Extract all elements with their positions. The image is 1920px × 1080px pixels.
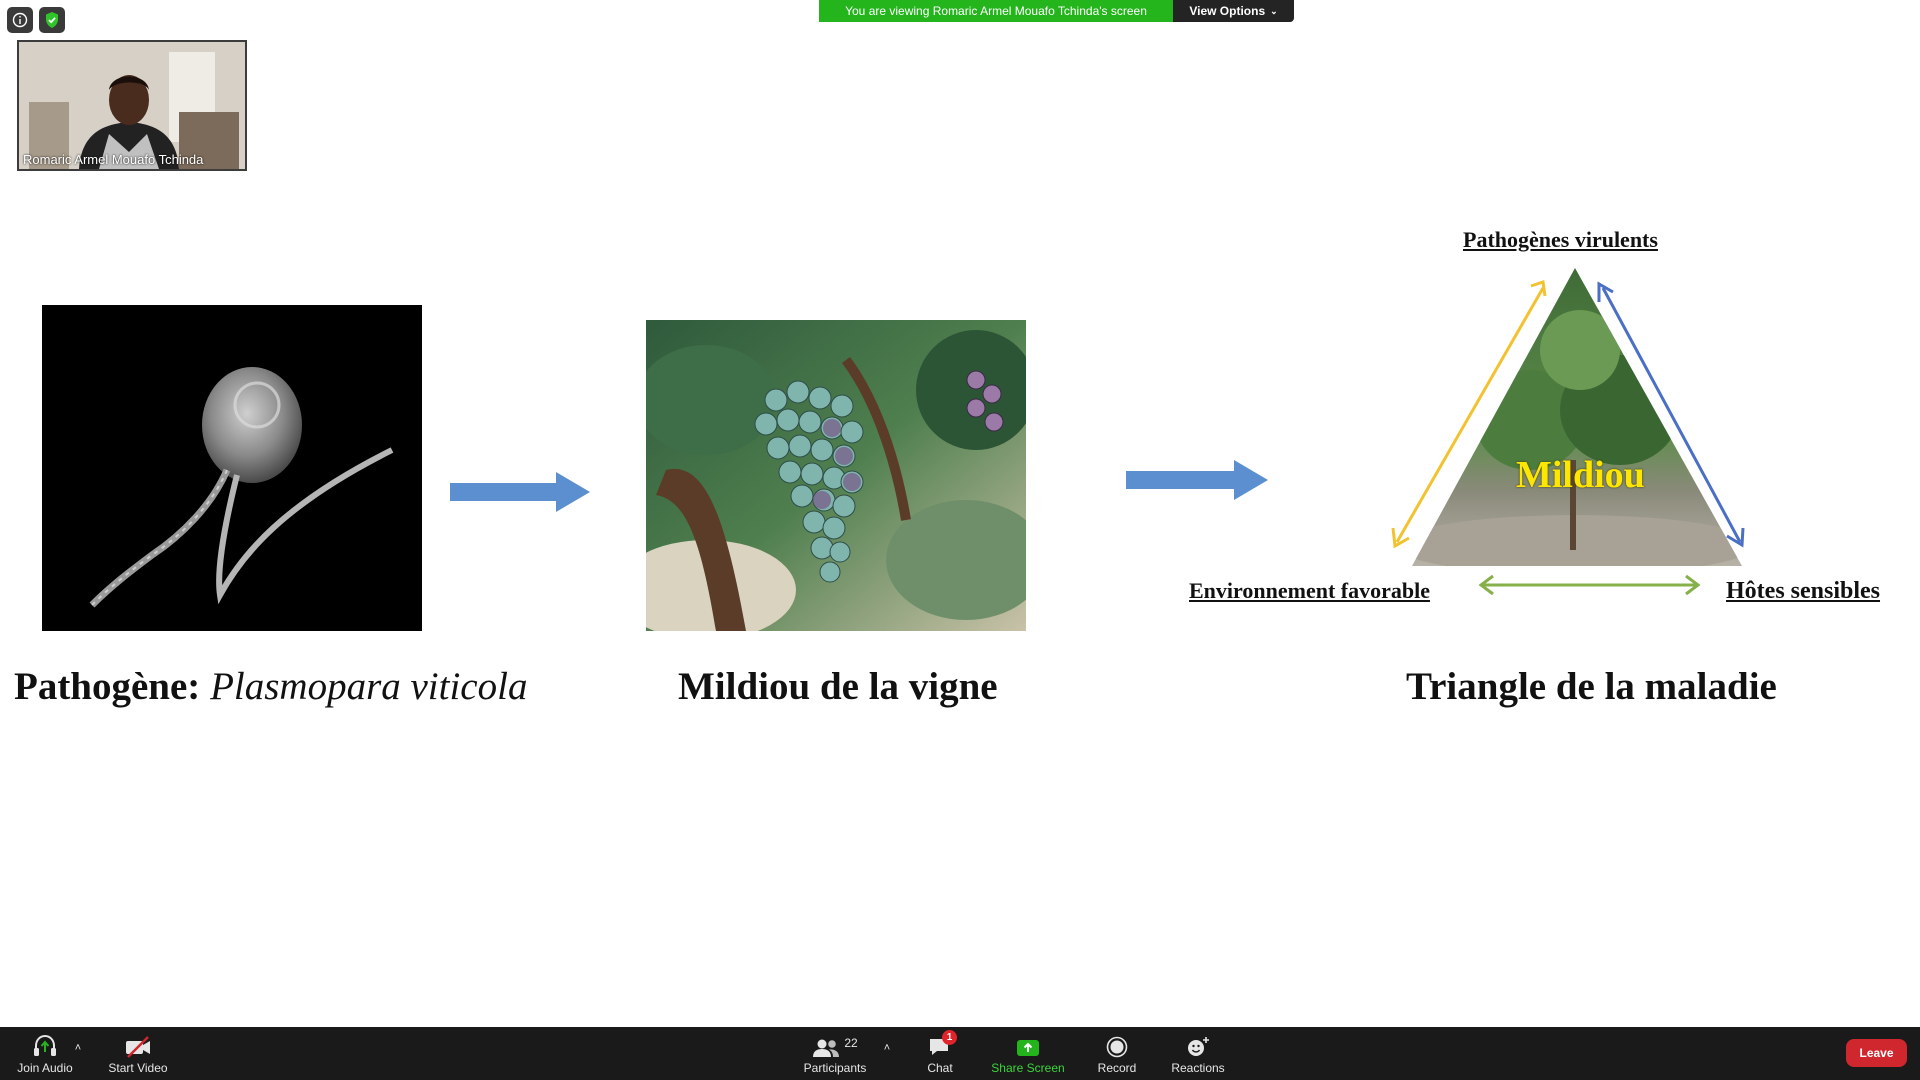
participant-video-image [19,42,245,169]
chat-label: Chat [927,1061,953,1075]
chat-button[interactable]: 1 Chat [920,1027,960,1080]
headphones-icon [32,1032,58,1058]
triangle-bottom-right-label: Hôtes sensibles [1726,578,1881,604]
participants-label: Participants [803,1061,867,1075]
video-off-icon [124,1032,152,1058]
viewing-banner-text: You are viewing Romaric Armel Mouafo Tch… [845,4,1147,18]
caption-pathogen-prefix: Pathogène: [14,665,211,708]
arrow-right-icon [450,472,590,512]
chat-badge: 1 [942,1030,957,1045]
record-icon [1106,1032,1128,1058]
share-screen-label: Share Screen [991,1061,1065,1075]
arrow-right-icon [1126,460,1268,500]
triangle-arrows [1391,280,1745,596]
chevron-up-icon: ˄ [74,1041,82,1054]
caption-pathogen: Pathogène: Plasmopara viticola [14,664,527,709]
view-options-button[interactable]: View Options ⌄ [1173,0,1294,22]
join-audio-label: Join Audio [17,1061,73,1075]
triangle-bottom-left-label: Environnement favorable [1189,578,1430,603]
join-audio-button[interactable]: Join Audio [12,1027,78,1080]
grape-mildew-image [646,320,1026,631]
triangle-top-label: Pathogènes virulents [1463,227,1658,252]
participants-button[interactable]: 22 Participants [800,1027,870,1080]
share-screen-icon [1016,1032,1040,1058]
start-video-button[interactable]: Start Video [100,1027,176,1080]
participants-icon: 22 [812,1032,858,1058]
start-video-label: Start Video [108,1061,168,1075]
caption-mildew: Mildiou de la vigne [678,665,998,708]
disease-triangle-diagram [1412,268,1742,566]
pathogen-image [42,305,422,631]
caption-disease-triangle: Triangle de la maladie [1406,665,1777,708]
chat-icon: 1 [928,1030,957,1058]
zoospore-illustration [89,367,394,608]
chevron-up-icon: ˄ [883,1041,891,1054]
leave-button[interactable]: Leave [1846,1039,1907,1067]
caption-pathogen-species: Plasmopara viticola [210,665,528,708]
reactions-icon [1186,1032,1210,1058]
participants-count: 22 [844,1036,858,1050]
reactions-label: Reactions [1171,1061,1225,1075]
info-icon[interactable] [7,7,33,33]
chevron-down-icon: ⌄ [1270,5,1278,16]
shield-check-icon[interactable] [39,7,65,33]
record-button[interactable]: Record [1090,1027,1144,1080]
view-options-label: View Options [1189,4,1266,18]
share-screen-button[interactable]: Share Screen [988,1027,1068,1080]
record-label: Record [1097,1061,1137,1075]
grape-cluster-illustration [646,320,1026,631]
participant-name: Romaric Armel Mouafo Tchinda [23,152,204,167]
participant-video-tile[interactable]: Romaric Armel Mouafo Tchinda [17,40,247,171]
triangle-center-label: Mildiou [1516,454,1645,496]
viewing-banner: You are viewing Romaric Armel Mouafo Tch… [819,0,1173,22]
meeting-toolbar: Join Audio ˄ Start Video 22 Participants… [0,1027,1920,1080]
reactions-button[interactable]: Reactions [1166,1027,1230,1080]
audio-options-caret[interactable]: ˄ [70,1027,86,1080]
participants-options-caret[interactable]: ˄ [879,1027,895,1080]
